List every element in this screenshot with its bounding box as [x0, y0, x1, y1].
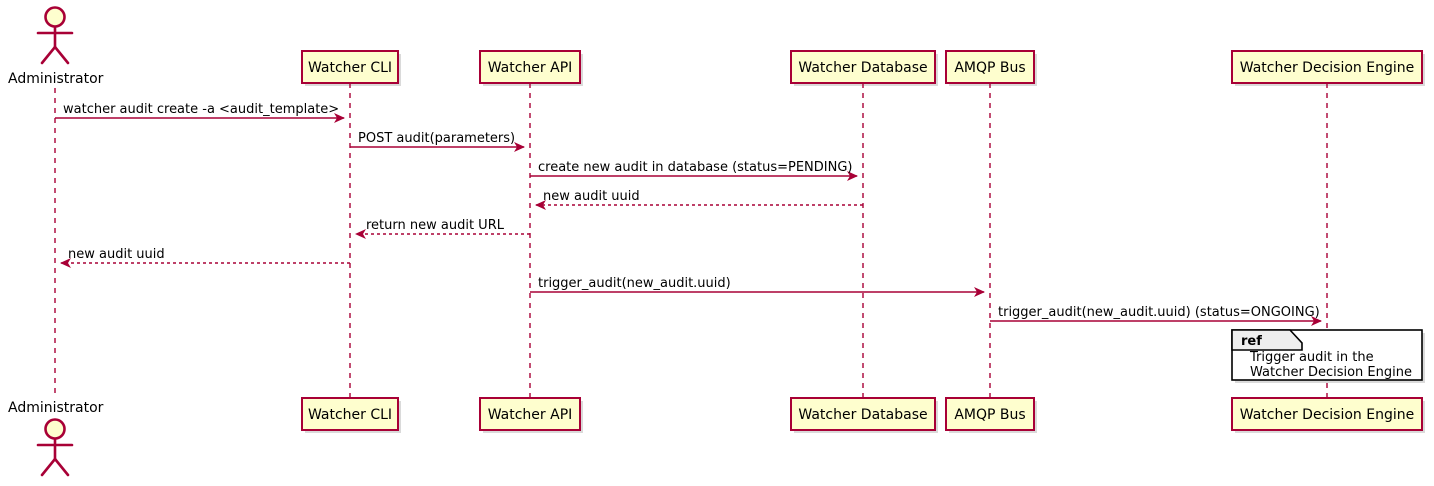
- ref-body-line-2: Watcher Decision Engine: [1250, 365, 1412, 380]
- ref-body-line-1: Trigger audit in the: [1249, 350, 1374, 365]
- message-1[interactable]: watcher audit create -a <audit_template>: [55, 102, 345, 123]
- participant-label-watcher-cli: Watcher CLI: [308, 60, 392, 76]
- message-8[interactable]: trigger_audit(new_audit.uuid) (status=ON…: [990, 305, 1322, 326]
- message-label-4: new audit uuid: [543, 189, 640, 204]
- actor-administrator-bottom[interactable]: Administrator: [8, 400, 104, 477]
- participant-box-watcher-decision-engine-top[interactable]: Watcher Decision Engine: [1231, 50, 1423, 84]
- ref-fragment[interactable]: ref Trigger audit in the Watcher Decisio…: [1231, 329, 1425, 383]
- participant-box-amqp-bus-top[interactable]: AMQP Bus: [945, 50, 1035, 84]
- participant-label-amqp-bus: AMQP Bus: [954, 407, 1025, 423]
- message-7[interactable]: trigger_audit(new_audit.uuid): [530, 276, 985, 297]
- message-label-7: trigger_audit(new_audit.uuid): [538, 276, 731, 291]
- participant-box-amqp-bus-bottom[interactable]: AMQP Bus: [945, 397, 1035, 431]
- participant-label-watcher-cli: Watcher CLI: [308, 407, 392, 423]
- participant-box-watcher-api-bottom[interactable]: Watcher API: [479, 397, 581, 431]
- participant-label-watcher-database: Watcher Database: [798, 60, 927, 76]
- message-6[interactable]: new audit uuid: [60, 247, 350, 268]
- participant-box-watcher-decision-engine-bottom[interactable]: Watcher Decision Engine: [1231, 397, 1423, 431]
- actor-icon: [36, 418, 74, 477]
- actor-label-administrator-bottom: Administrator: [8, 400, 104, 416]
- participant-label-amqp-bus: AMQP Bus: [954, 60, 1025, 76]
- participant-label-watcher-database: Watcher Database: [798, 407, 927, 423]
- participant-box-watcher-database-bottom[interactable]: Watcher Database: [790, 397, 936, 431]
- message-5[interactable]: return new audit URL: [355, 218, 530, 239]
- message-label-5: return new audit URL: [366, 218, 505, 233]
- message-3[interactable]: create new audit in database (status=PEN…: [530, 160, 858, 181]
- lifelines: [54, 83, 1328, 398]
- message-label-6: new audit uuid: [68, 247, 165, 262]
- participant-box-watcher-cli-top[interactable]: Watcher CLI: [301, 50, 399, 84]
- message-2[interactable]: POST audit(parameters): [350, 131, 525, 152]
- ref-tag-label: ref: [1241, 334, 1262, 349]
- message-label-8: trigger_audit(new_audit.uuid) (status=ON…: [998, 305, 1320, 320]
- message-label-2: POST audit(parameters): [358, 131, 515, 146]
- participant-label-watcher-decision-engine: Watcher Decision Engine: [1240, 407, 1414, 423]
- participant-box-watcher-database-top[interactable]: Watcher Database: [790, 50, 936, 84]
- message-4[interactable]: new audit uuid: [535, 189, 863, 210]
- actor-administrator-top[interactable]: Administrator: [8, 6, 104, 88]
- participant-label-watcher-api: Watcher API: [488, 60, 573, 76]
- participant-box-watcher-api-top[interactable]: Watcher API: [479, 50, 581, 84]
- participant-label-watcher-api: Watcher API: [488, 407, 573, 423]
- actor-label-administrator-top: Administrator: [8, 71, 104, 87]
- actor-icon: [36, 6, 74, 65]
- message-label-1: watcher audit create -a <audit_template>: [63, 102, 339, 117]
- participant-label-watcher-decision-engine: Watcher Decision Engine: [1240, 60, 1414, 76]
- message-label-3: create new audit in database (status=PEN…: [538, 160, 853, 175]
- participant-box-watcher-cli-bottom[interactable]: Watcher CLI: [301, 397, 399, 431]
